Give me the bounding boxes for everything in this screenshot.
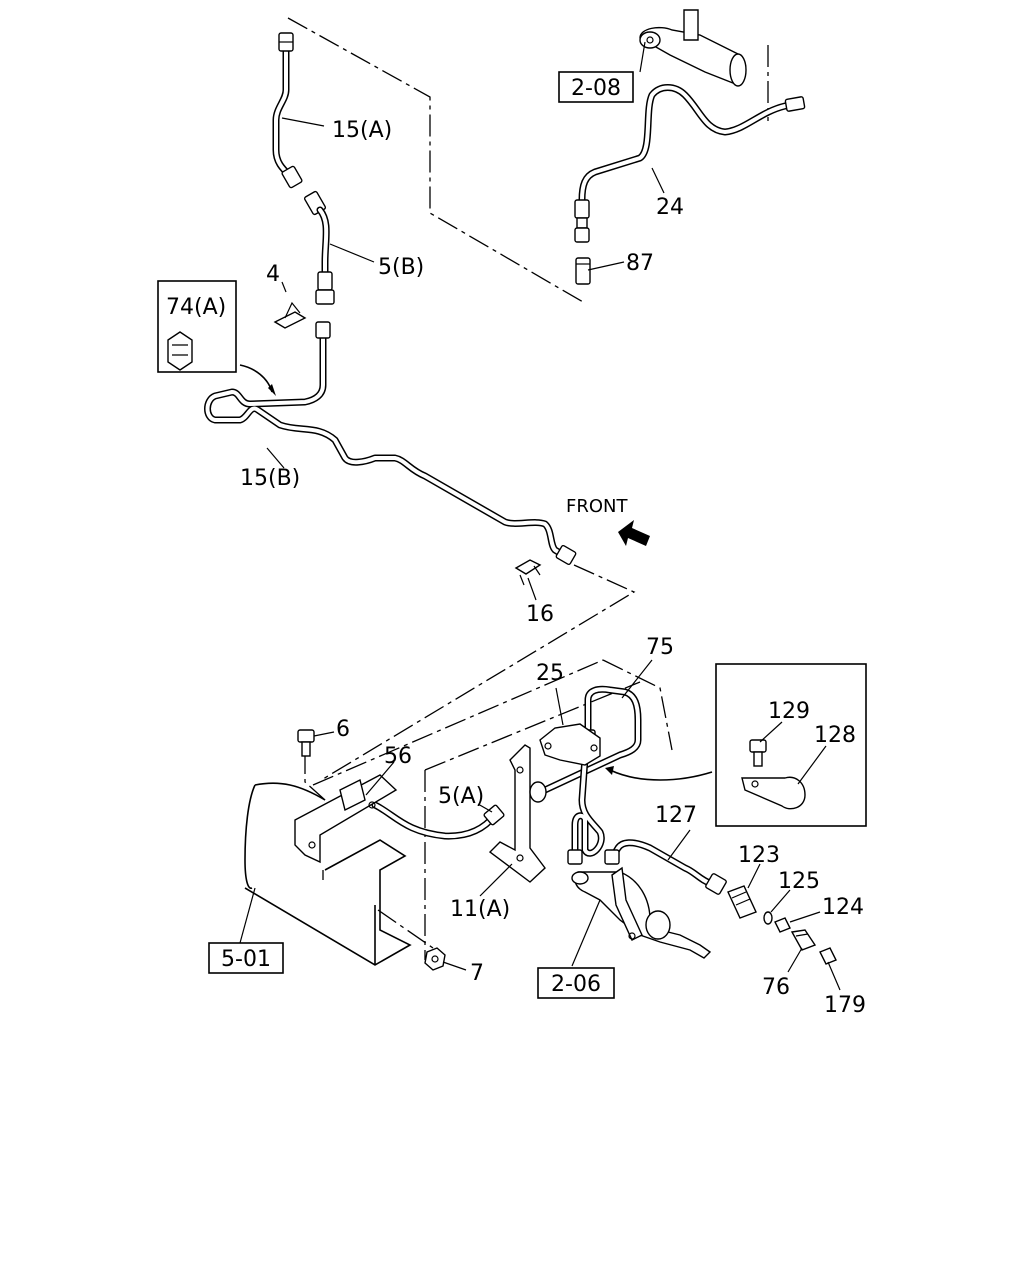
label-16: 16 (526, 602, 554, 627)
label-87: 87 (626, 251, 654, 276)
label-128: 128 (814, 723, 856, 748)
label-5a: 5(A) (438, 784, 484, 809)
label-15a: 15(A) (332, 118, 392, 143)
ref-label-2-06: 2-06 (551, 972, 601, 997)
bracket-25 (539, 723, 601, 766)
label-4: 4 (266, 262, 280, 287)
inset-74a (157, 280, 276, 396)
hose-5b (303, 190, 335, 305)
sleeve-87 (575, 257, 591, 285)
clip-4 (273, 301, 307, 329)
fitting-123 (727, 885, 757, 919)
bracket-56 (294, 774, 398, 864)
slave-cylinder (571, 866, 712, 959)
bracket-11a (488, 744, 546, 883)
label-127: 127 (655, 803, 697, 828)
master-cylinder (639, 9, 747, 87)
label-15b: 15(B) (240, 466, 300, 491)
ref-box-2-08[interactable]: 2-08 (558, 71, 634, 103)
bolt-6 (297, 729, 315, 757)
label-129: 129 (768, 699, 810, 724)
pipe-75 (541, 685, 642, 865)
part-labels: 15(A) 5(B) 4 74(A) 15(B) 24 87 FRONT 16 … (166, 118, 866, 1018)
ref-label-2-08: 2-08 (571, 76, 621, 101)
label-25: 25 (536, 661, 564, 686)
label-11a: 11(A) (450, 897, 510, 922)
label-front: FRONT (566, 496, 628, 517)
nut-124 (774, 917, 791, 933)
label-74a: 74(A) (166, 295, 226, 320)
inset-129-128 (605, 663, 867, 827)
label-179: 179 (824, 993, 866, 1018)
fitting-76 (790, 929, 817, 951)
ref-label-5-01: 5-01 (221, 947, 271, 972)
front-arrow-icon (618, 520, 650, 546)
clip-16 (514, 559, 542, 586)
label-124: 124 (822, 895, 864, 920)
label-7: 7 (470, 961, 484, 986)
label-125: 125 (778, 869, 820, 894)
label-6: 6 (336, 717, 350, 742)
label-56: 56 (384, 744, 412, 769)
label-123: 123 (738, 843, 780, 868)
nut-7 (424, 947, 446, 971)
pipe-15b (204, 321, 577, 566)
pipe-24 (574, 84, 806, 243)
label-75: 75 (646, 635, 674, 660)
ref-box-2-06[interactable]: 2-06 (537, 967, 615, 999)
cap-179 (819, 947, 837, 965)
washer-125 (763, 911, 773, 925)
frame-5-01 (244, 782, 412, 966)
label-76: 76 (762, 975, 790, 1000)
reference-lines (287, 17, 769, 960)
leader-lines (239, 41, 841, 991)
hose-15a (272, 32, 303, 189)
label-24: 24 (656, 195, 684, 220)
label-5b: 5(B) (378, 255, 424, 280)
pipe-127 (604, 839, 727, 895)
ref-box-5-01[interactable]: 5-01 (208, 942, 284, 974)
